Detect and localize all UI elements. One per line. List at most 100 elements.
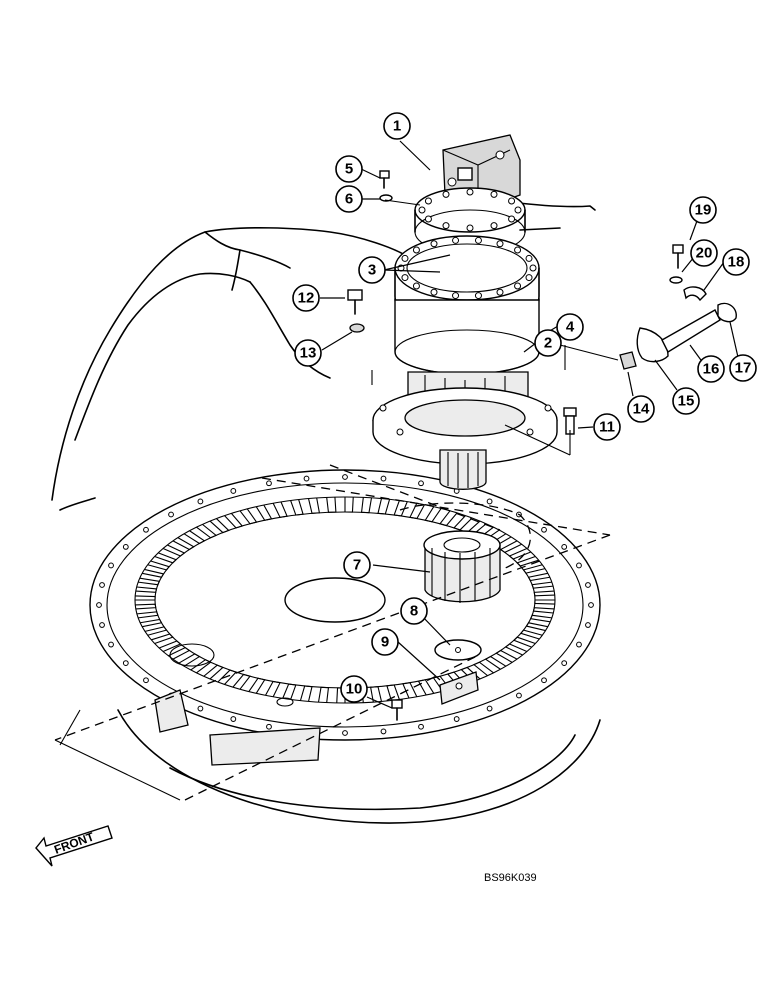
flange-bolt-holes	[397, 188, 537, 300]
flange-bolt-hole	[525, 254, 533, 262]
flange-bolt-hole	[496, 240, 504, 248]
callout-18: 18	[722, 248, 750, 276]
callout-16: 16	[697, 355, 725, 383]
callout-1: 1	[383, 112, 411, 140]
svg-text:12: 12	[298, 290, 315, 307]
pinion-and-retainer	[423, 530, 501, 705]
ring-bolt-hole	[266, 723, 272, 730]
flange-bolt-hole	[529, 264, 537, 272]
ring-bolt-hole	[380, 728, 387, 735]
callout-6: 6	[335, 185, 363, 213]
callout-2: 2	[534, 329, 562, 357]
callout-17: 17	[729, 354, 757, 382]
ring-bolt-hole	[143, 677, 149, 684]
ring-bolt-hole	[541, 677, 547, 684]
svg-text:7: 7	[353, 557, 361, 574]
svg-text:1: 1	[393, 118, 401, 135]
callout-11: 11	[593, 413, 621, 441]
svg-text:17: 17	[735, 360, 752, 377]
svg-text:8: 8	[410, 603, 418, 620]
svg-text:2: 2	[544, 335, 552, 352]
flange-bolt-hole	[452, 292, 460, 300]
flange-bolt-hole	[496, 288, 504, 296]
ring-bolt-hole	[380, 475, 387, 482]
flange-bolt-hole	[525, 274, 533, 282]
flange-bolt-hole	[430, 288, 438, 296]
assembly-lines	[54, 199, 619, 801]
callout-8: 8	[400, 597, 428, 625]
machine-body-outline	[51, 201, 596, 511]
motor-bolt-hole	[424, 197, 432, 205]
drawing-code: BS96K039	[484, 872, 537, 884]
callout-13: 13	[294, 339, 322, 367]
ring-bolt-hole	[516, 692, 522, 699]
callout-5: 5	[335, 155, 363, 183]
callout-20: 20	[690, 239, 718, 267]
ring-bolt-hole	[576, 562, 582, 569]
front-direction-arrow: FRONT	[35, 825, 113, 867]
svg-text:3: 3	[368, 262, 376, 279]
svg-text:5: 5	[345, 161, 353, 178]
motor-bolt-hole	[442, 222, 450, 230]
ring-bolt-hole	[453, 716, 460, 722]
swing-motor-assembly	[372, 134, 558, 490]
hardware-items	[347, 170, 737, 721]
ring-bolt-hole	[303, 475, 310, 482]
motor-bolt-hole	[466, 224, 474, 232]
svg-text:6: 6	[345, 191, 353, 208]
svg-text:16: 16	[703, 361, 720, 378]
ring-bolt-hole	[122, 660, 129, 667]
svg-text:14: 14	[633, 401, 650, 418]
ring-bolt-hole	[561, 543, 568, 550]
ring-bolt-hole	[99, 582, 105, 588]
callout-7: 7	[343, 551, 371, 579]
motor-bolt-hole	[508, 197, 516, 205]
flange-bolt-hole	[474, 236, 482, 244]
callout-9: 9	[371, 628, 399, 656]
ring-bolt-hole	[108, 562, 114, 569]
svg-text:11: 11	[599, 419, 615, 436]
ring-bolt-hole	[143, 526, 149, 533]
callout-4: 4	[556, 313, 584, 341]
svg-text:20: 20	[696, 245, 713, 262]
motor-bolt-hole	[490, 222, 498, 230]
callout-15: 15	[672, 387, 700, 415]
svg-text:19: 19	[695, 202, 712, 219]
ring-bolt-hole	[266, 480, 272, 487]
swing-bearing-ring-gear	[89, 469, 601, 824]
ring-bolt-hole	[197, 705, 204, 712]
svg-text:10: 10	[346, 681, 363, 698]
callout-12: 12	[292, 284, 320, 312]
svg-text:15: 15	[678, 393, 695, 410]
ring-bolt-hole	[230, 488, 237, 494]
ring-bolt-hole	[96, 602, 102, 608]
svg-text:9: 9	[381, 634, 389, 651]
svg-text:4: 4	[566, 319, 575, 336]
ring-bolt-hole	[486, 705, 493, 712]
ring-bolt-hole	[418, 723, 424, 730]
motor-bolt-hole	[442, 190, 450, 198]
ring-bolt-hole	[585, 622, 591, 628]
ring-bolt-hole	[486, 498, 493, 505]
ring-bolt-hole	[418, 480, 424, 487]
callout-10: 10	[340, 675, 368, 703]
flange-bolt-hole	[514, 282, 522, 290]
callout-14: 14	[627, 395, 655, 423]
flange-bolt-hole	[514, 246, 522, 254]
svg-text:13: 13	[300, 345, 317, 362]
flange-bolt-hole	[474, 292, 482, 300]
ring-bolt-hole	[122, 543, 129, 550]
svg-text:18: 18	[728, 254, 745, 271]
ring-bolt-hole	[108, 641, 114, 648]
motor-bolt-hole	[490, 190, 498, 198]
front-label: FRONT	[52, 829, 96, 857]
flange-bolt-hole	[452, 236, 460, 244]
callout-19: 19	[689, 196, 717, 224]
callout-3: 3	[358, 256, 386, 284]
ring-bolt-hole	[230, 716, 237, 722]
ring-bolt-hole	[99, 622, 105, 628]
ring-bolt-hole	[197, 498, 204, 505]
ring-bolt-hole	[585, 582, 591, 588]
ring-bolt-hole	[342, 474, 348, 480]
ring-bolt-hole	[541, 526, 547, 533]
